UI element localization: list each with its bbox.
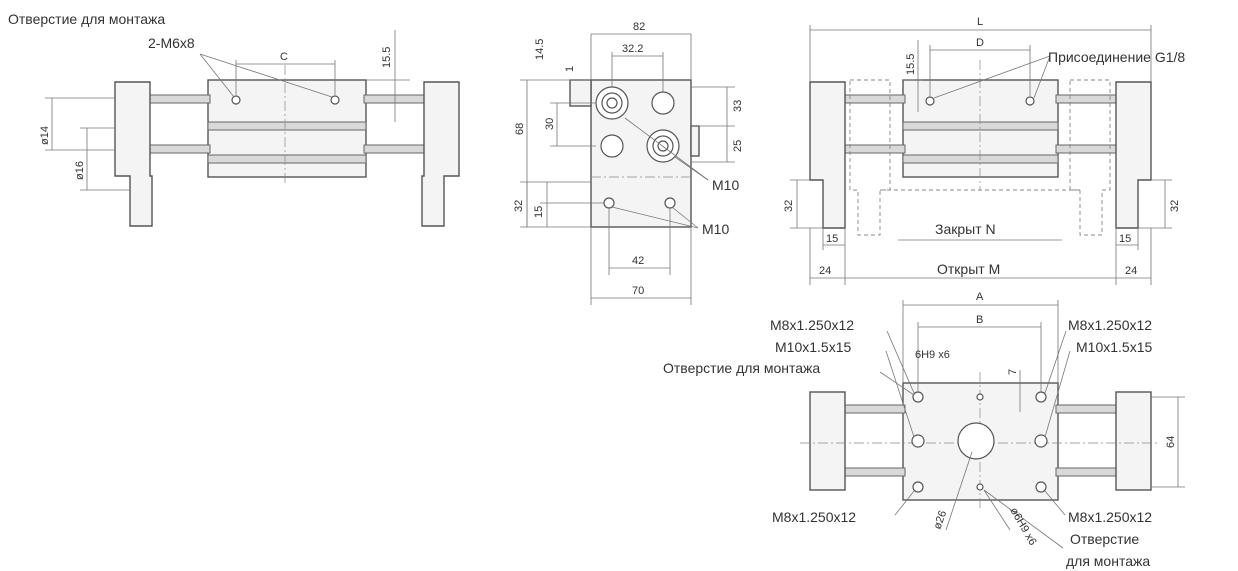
dim-d14: ø14 bbox=[39, 126, 51, 145]
dim-b: B bbox=[976, 314, 983, 326]
label-m10x15-right: M10x1.5x15 bbox=[1076, 339, 1152, 355]
label-closed-n: Закрыт N bbox=[935, 221, 996, 237]
dim-30: 30 bbox=[544, 118, 556, 130]
dim-15-r-right: 15 bbox=[1119, 233, 1131, 245]
dim-c: C bbox=[280, 51, 288, 63]
dim-24-left: 24 bbox=[819, 265, 831, 277]
dim-33: 33 bbox=[732, 100, 744, 112]
dim-32-r-right: 32 bbox=[1169, 200, 1181, 212]
label-m10-a: M10 bbox=[712, 177, 739, 193]
front-view-left bbox=[45, 30, 460, 227]
dim-14-5: 14.5 bbox=[534, 39, 546, 60]
dim-d16: ø16 bbox=[74, 161, 86, 180]
label-mount-hole-br-line1: Отверстие bbox=[1070, 531, 1139, 547]
dim-a: A bbox=[976, 291, 984, 303]
dim-68: 68 bbox=[514, 123, 526, 135]
side-view-middle bbox=[520, 33, 735, 305]
dim-15-r-left: 15 bbox=[826, 233, 838, 245]
dim-32-2: 32.2 bbox=[622, 43, 643, 55]
label-m10x15-left: M10x1.5x15 bbox=[775, 339, 851, 355]
dim-15-5-right: 15.5 bbox=[905, 54, 917, 75]
dim-32-r-left: 32 bbox=[783, 200, 795, 212]
dim-42: 42 bbox=[632, 255, 644, 267]
label-m8-bottom-left: M8x1.250x12 bbox=[772, 509, 856, 525]
dim-70: 70 bbox=[632, 285, 644, 297]
dim-15-5-left: 15.5 bbox=[381, 47, 393, 68]
dim-l: L bbox=[977, 16, 983, 28]
dim-6h9-x6: 6H9 x6 bbox=[915, 349, 950, 361]
dim-82: 82 bbox=[633, 21, 645, 33]
dim-7: 7 bbox=[1007, 369, 1019, 375]
label-mount-hole-br-line2: для монтажа bbox=[1066, 553, 1150, 569]
label-thread-2m6: 2-M6x8 bbox=[148, 35, 195, 51]
dim-25: 25 bbox=[732, 140, 744, 152]
label-mount-hole-bottom-left: Отверстие для монтажа bbox=[663, 360, 820, 376]
dim-1: 1 bbox=[564, 66, 576, 72]
label-open-m: Открыт M bbox=[937, 261, 1000, 277]
top-view-right bbox=[790, 25, 1172, 285]
dim-15-mid: 15 bbox=[533, 206, 545, 218]
label-m8-top-right: M8x1.250x12 bbox=[1068, 317, 1152, 333]
label-m10-b: M10 bbox=[702, 221, 729, 237]
label-port-g1-8: Присоединение G1/8 bbox=[1048, 49, 1185, 65]
label-m8-bottom-right: M8x1.250x12 bbox=[1068, 509, 1152, 525]
dim-32-mid: 32 bbox=[513, 200, 525, 212]
dim-64: 64 bbox=[1165, 436, 1177, 448]
dim-24-right: 24 bbox=[1125, 265, 1137, 277]
label-m8-top-left: M8x1.250x12 bbox=[770, 317, 854, 333]
label-mount-hole-left: Отверстие для монтажа bbox=[8, 11, 165, 27]
dim-d: D bbox=[976, 37, 984, 49]
bottom-view-right bbox=[800, 300, 1185, 549]
